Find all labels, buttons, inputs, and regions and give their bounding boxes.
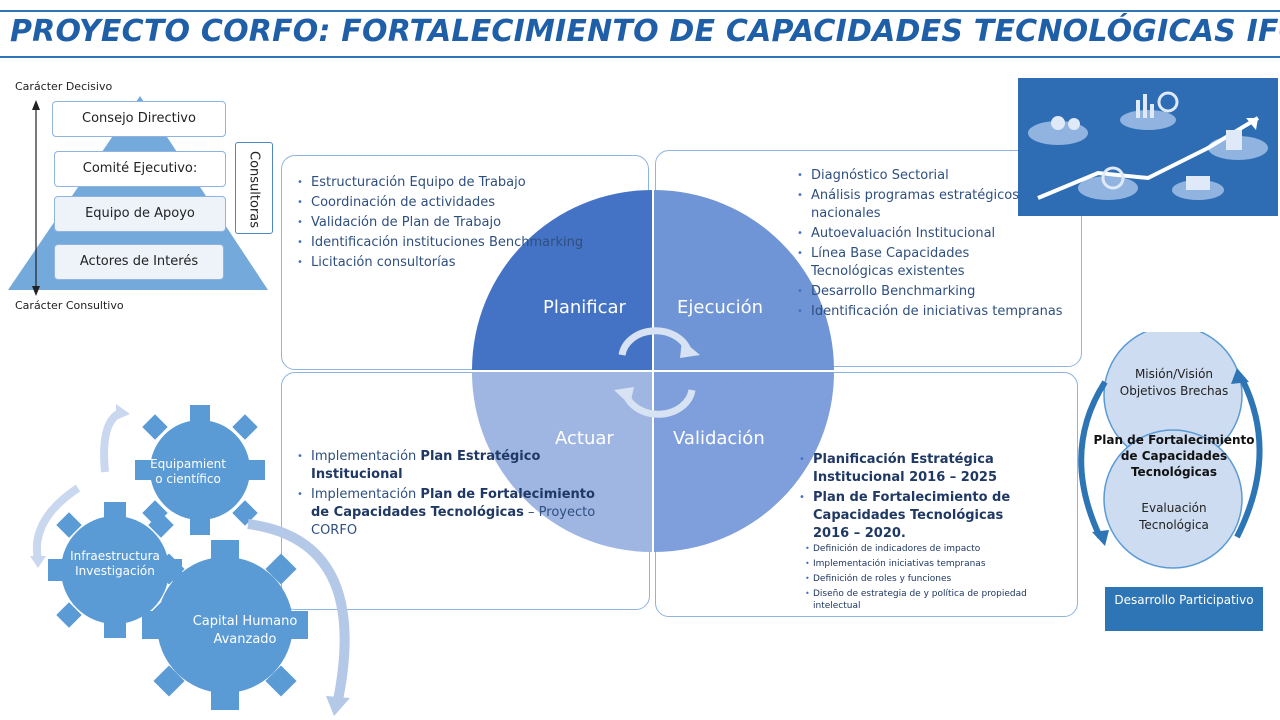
list-item: Planificación Estratégica Institucional …	[799, 451, 1067, 487]
page-title: PROYECTO CORFO: FORTALECIMIENTO DE CAPAC…	[10, 14, 1280, 49]
title-bar	[0, 10, 1280, 58]
list-item: Desarrollo Benchmarking	[797, 283, 1067, 301]
list-item: Definición de roles y funciones	[805, 573, 1055, 585]
quadrant-shape-ejecucion	[654, 190, 834, 370]
technology-illustration	[1018, 78, 1278, 216]
list-item: Implementación iniciativas tempranas	[805, 558, 1055, 570]
validacion-list: Planificación Estratégica Institucional …	[799, 451, 1067, 545]
planificar-list: Estructuración Equipo de Trabajo Coordin…	[297, 174, 597, 274]
ejecucion-list: Diagnóstico Sectorial Análisis programas…	[797, 167, 1067, 323]
list-item: Estructuración Equipo de Trabajo	[297, 174, 597, 192]
actuar-list: Implementación Plan Estratégico Instituc…	[297, 448, 617, 542]
label-ejecucion: Ejecución	[677, 297, 764, 318]
right-cycle-graphic	[1078, 332, 1263, 569]
list-item: Identificación instituciones Benchmarkin…	[297, 234, 597, 252]
label-planificar: Planificar	[543, 297, 626, 318]
circle-evaluacion	[1103, 429, 1243, 569]
list-item: Coordinación de actividades	[297, 194, 597, 212]
list-item: Definición de indicadores de impacto	[805, 543, 1055, 555]
quadrant-shape-planificar	[472, 190, 652, 370]
gear-infraestructura-label: Infraestructura Investigación	[70, 549, 160, 578]
pyramid-graphic	[8, 96, 268, 296]
list-item: Implementación Plan de Fortalecimiento d…	[297, 486, 617, 540]
tier-consejo-directivo: Consejo Directivo	[52, 101, 226, 137]
list-item: Autoevaluación Institucional	[797, 225, 1067, 243]
list-item: Implementación Plan Estratégico Instituc…	[297, 448, 617, 484]
center-plan-label: Plan de Fortalecimiento de Capacidades T…	[1093, 433, 1255, 479]
quadrant-shape-validacion	[654, 372, 834, 552]
pyramid-top-label: Carácter Decisivo	[15, 80, 113, 93]
list-item: Identificación de iniciativas tempranas	[797, 303, 1067, 321]
gear-equipamiento	[135, 405, 265, 535]
gear-capital-humano-label: Capital Humano Avanzado	[192, 614, 298, 647]
list-item: Licitación consultorías	[297, 254, 597, 272]
list-item: Línea Base Capacidades Tecnológicas exis…	[797, 245, 981, 281]
label-validacion: Validación	[673, 428, 765, 449]
list-item: Validación de Plan de Trabajo	[297, 214, 597, 232]
circle-mision-label: Misión/Visión Objetivos Brechas	[1119, 367, 1229, 398]
gears-graphic	[30, 404, 350, 716]
tier-equipo-apoyo: Equipo de Apoyo	[54, 196, 226, 232]
list-item: Análisis programas estratégicos nacional…	[797, 187, 1021, 223]
list-item: Plan de Fortalecimiento de Capacidades T…	[799, 489, 1043, 543]
pyramid-bottom-label: Carácter Consultivo	[15, 299, 124, 312]
label-actuar: Actuar	[555, 428, 614, 449]
desarrollo-participativo-box: Desarrollo Participativo	[1105, 587, 1263, 631]
circle-evaluacion-label: Evaluación Tecnológica	[1139, 501, 1209, 532]
tier-comite-ejecutivo: Comité Ejecutivo:	[54, 151, 226, 187]
list-item: Diseño de estrategia de y política de pr…	[805, 588, 1055, 612]
gear-equipamiento-label: Equipamient o científico	[150, 457, 226, 486]
validacion-sub-list: Definición de indicadores de impacto Imp…	[805, 543, 1055, 615]
list-item: Diagnóstico Sectorial	[797, 167, 1067, 185]
consultoras-label: Consultoras	[246, 151, 262, 229]
consultoras-box: Consultoras	[235, 142, 273, 234]
tier-actores-interes: Actores de Interés	[54, 244, 224, 280]
